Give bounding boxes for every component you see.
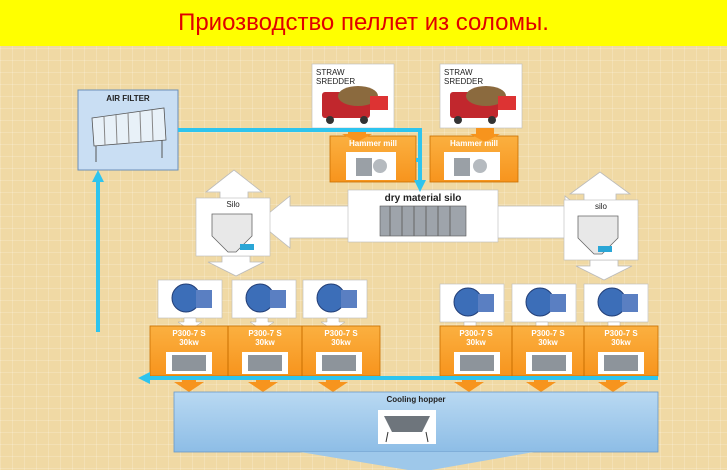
- hammer-mill-icon: [454, 158, 487, 176]
- cooling-hopper-icon: [378, 410, 436, 444]
- cooling-hopper: [173, 391, 659, 470]
- shredder-label-2: STRAW SREDDER: [444, 68, 484, 86]
- pellet-mill-icon: [598, 352, 644, 374]
- fan-unit-5: [511, 283, 577, 323]
- hammer-mill-label-1: Hammer mill: [348, 139, 398, 148]
- shredder-icon: [450, 86, 516, 124]
- title-bar: Приозводство пеллет из соломы.: [0, 0, 727, 46]
- dry-material-silo: [347, 189, 499, 243]
- dryer-icon: [379, 205, 467, 237]
- hammer-mill-label-2: Hammer mill: [449, 139, 499, 148]
- air-filter: [77, 89, 179, 171]
- cooling-hopper-label: Cooling hopper: [386, 395, 446, 404]
- pellet-mills-row: [149, 325, 659, 377]
- pellet-mill-icon: [454, 352, 500, 374]
- hammer-mill-2: [429, 135, 519, 183]
- straw-shredder-2: [439, 63, 523, 129]
- pellet-down-arrows: [174, 376, 628, 392]
- silo-left: [195, 197, 271, 257]
- fan-icon: [453, 287, 483, 317]
- fan-icon: [597, 287, 627, 317]
- silo-right: [563, 199, 639, 261]
- shredder-icon: [322, 86, 388, 124]
- fan-unit-6: [583, 283, 649, 323]
- air-filter-icon: [91, 107, 167, 162]
- fans-row: [157, 279, 649, 323]
- pellet-mill-icon: [166, 352, 212, 374]
- pellet-mill-icon: [242, 352, 288, 374]
- fan-icon: [171, 283, 201, 313]
- air-filter-label: AIR FILTER: [106, 94, 150, 103]
- fan-unit-1: [157, 279, 223, 319]
- fan-unit-4: [439, 283, 505, 323]
- silo-left-label: Silo: [226, 200, 240, 209]
- hammer-mill-1: [329, 135, 417, 183]
- fan-icon: [316, 283, 346, 313]
- silo-icon: [577, 215, 619, 255]
- fan-unit-3: [302, 279, 368, 319]
- air-flow-lines: [96, 128, 658, 380]
- dry-silo-label: dry material silo: [384, 193, 462, 204]
- fan-icon: [245, 283, 275, 313]
- silo-right-label: silo: [594, 202, 607, 211]
- fan-unit-2: [231, 279, 297, 319]
- pellet-mill-icon: [526, 352, 572, 374]
- page-title: Приозводство пеллет из соломы.: [178, 9, 549, 36]
- silo-icon: [211, 213, 254, 253]
- fan-icon: [525, 287, 555, 317]
- shredder-label-1: STRAW SREDDER: [316, 68, 356, 86]
- pellet-mill-icon: [316, 352, 362, 374]
- straw-shredder-1: [311, 63, 395, 129]
- hammer-mill-icon: [356, 158, 387, 176]
- air-flow-arrowheads: [92, 170, 426, 384]
